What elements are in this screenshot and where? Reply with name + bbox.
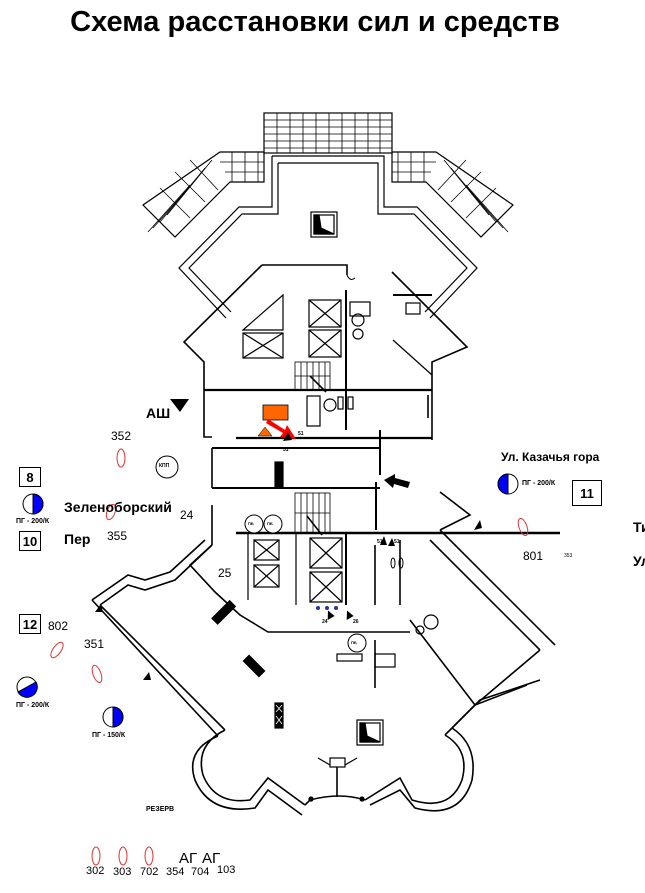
branch-label-51b: 51 bbox=[283, 447, 289, 453]
vehicle-ellipses bbox=[50, 448, 529, 866]
ag-label-1: АГ bbox=[179, 850, 198, 867]
hydrant-label-11: ПГ - 200/К bbox=[522, 480, 556, 487]
reserve-302: 302 bbox=[86, 865, 105, 877]
vehicle-801: 801 bbox=[523, 549, 544, 563]
branch-label-51a: 51 bbox=[298, 431, 304, 437]
reserve-103: 103 bbox=[217, 864, 236, 876]
hydrant-label-12: ПГ - 200/К bbox=[16, 702, 50, 709]
ash-label: АШ bbox=[146, 405, 171, 421]
pb-circle-2 bbox=[263, 514, 283, 534]
branch-label-26: 26 bbox=[353, 619, 359, 625]
pb-label-1: ПБ bbox=[248, 521, 254, 526]
hydrant-box-12: 12 bbox=[19, 614, 41, 634]
street-zelenoborsky: Зеленоборский bbox=[64, 499, 172, 515]
main-building-upper bbox=[182, 264, 560, 545]
hydrant-symbols bbox=[16, 473, 519, 728]
branch-label-51d: 51 bbox=[394, 539, 400, 545]
hatched-columns bbox=[211, 461, 284, 729]
main-building-lower bbox=[91, 392, 556, 816]
reserve-354: 354 bbox=[166, 866, 185, 878]
branch-label-24: 24 bbox=[322, 619, 328, 625]
entry-arrow bbox=[384, 474, 410, 488]
vehicle-24: 24 bbox=[180, 508, 194, 522]
branch-label-51c: 51 bbox=[377, 539, 383, 545]
vehicle-355: 355 bbox=[107, 529, 128, 543]
hydrant-label-bottom: ПГ - 150/К bbox=[92, 732, 126, 739]
vehicle-802: 802 bbox=[48, 619, 69, 633]
nozzle-markers bbox=[95, 432, 482, 680]
hydrant-box-10: 10 bbox=[19, 531, 41, 551]
upper-rooms bbox=[241, 290, 433, 430]
upper-terrace-walls bbox=[178, 155, 478, 319]
reserve-label: РЕЗЕРВ bbox=[146, 806, 175, 813]
fire-source bbox=[262, 404, 289, 421]
upper-stair-icon bbox=[310, 211, 338, 238]
hydrant-label-8: ПГ - 200/К bbox=[16, 518, 50, 525]
kpp-circle bbox=[155, 455, 179, 479]
ag-label-2: АГ bbox=[202, 850, 221, 867]
page-title: Схема расстановки сил и средств bbox=[70, 6, 560, 38]
central-lower-rooms bbox=[247, 492, 401, 605]
vehicle-25: 25 bbox=[218, 566, 232, 580]
ash-marker-triangle bbox=[170, 399, 189, 412]
street-right-line1: Ти bbox=[633, 519, 645, 535]
main-entrance bbox=[308, 757, 365, 802]
hydrant-box-8: 8 bbox=[19, 467, 41, 487]
street-kazachya: Ул. Казачья гора bbox=[501, 450, 600, 464]
pb-circle-3 bbox=[347, 633, 367, 653]
pb-circle-1 bbox=[244, 514, 264, 534]
hydrant-box-11: 11 bbox=[572, 480, 602, 506]
top-terrace-grid bbox=[142, 112, 514, 238]
street-zelenoborsky-per: Пер bbox=[64, 531, 91, 547]
vehicle-352: 352 bbox=[111, 429, 132, 443]
reserve-704: 704 bbox=[191, 866, 210, 878]
lower-interior bbox=[336, 614, 439, 688]
pb-label-2: ПБ bbox=[267, 521, 273, 526]
reserve-702: 702 bbox=[140, 866, 159, 878]
pb-label-3: ПБ bbox=[351, 640, 357, 645]
lower-stair-icon bbox=[356, 719, 384, 746]
reserve-303: 303 bbox=[113, 866, 132, 878]
nozzle-dots bbox=[316, 606, 338, 610]
vehicle-353: 353 bbox=[564, 553, 573, 559]
kpp-label: КПП bbox=[159, 463, 170, 469]
fire-spread-triangle bbox=[257, 426, 273, 437]
vehicle-351: 351 bbox=[84, 637, 105, 651]
street-right-line2: Ул bbox=[633, 553, 645, 569]
interior-nozzle-ellipses bbox=[390, 557, 404, 569]
